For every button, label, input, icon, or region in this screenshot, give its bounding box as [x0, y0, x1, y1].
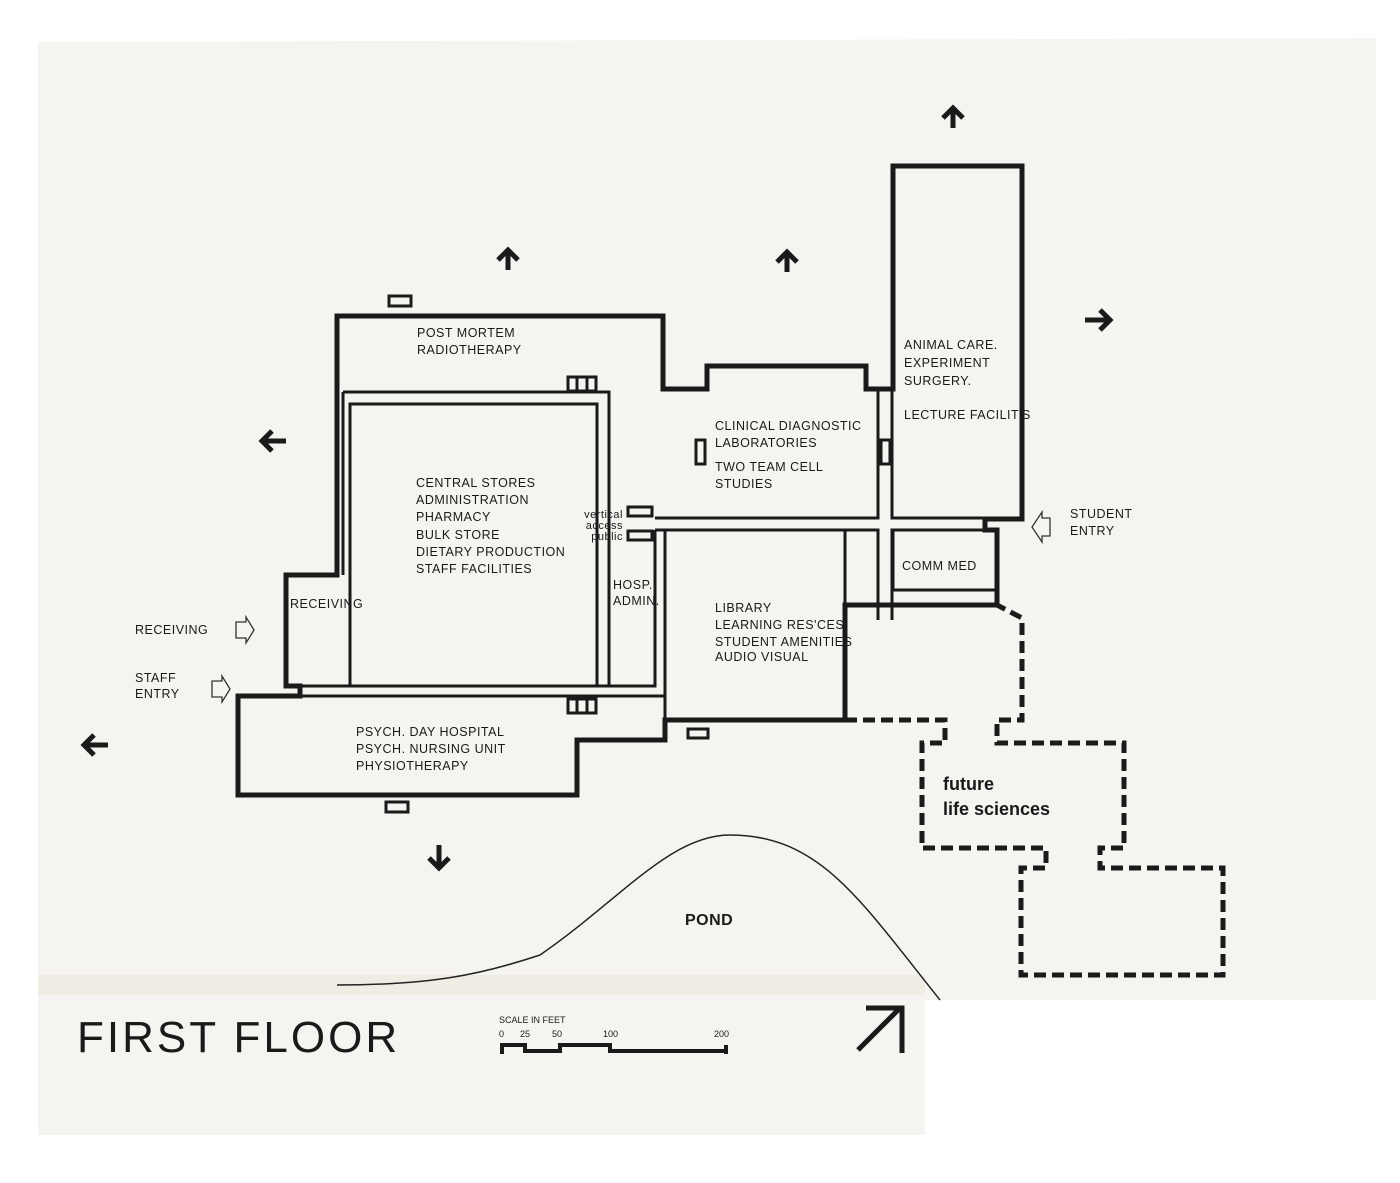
label: LIBRARY: [715, 601, 772, 615]
label: TWO TEAM CELL: [715, 460, 823, 474]
label: access: [586, 520, 623, 532]
page-title: FIRST FLOOR: [77, 1013, 400, 1062]
label: RECEIVING: [290, 597, 363, 611]
pond-outline: [336, 834, 941, 1001]
paper-tab: [38, 975, 925, 995]
scale-tick: 50: [552, 1029, 562, 1039]
scale-label: SCALE IN FEET: [499, 1015, 566, 1025]
scale-tick: 100: [603, 1029, 618, 1039]
label: LABORATORIES: [715, 436, 817, 450]
scale-tick: 0: [499, 1029, 504, 1039]
library-block: [663, 528, 847, 722]
label: EXPERIMENT: [904, 356, 990, 370]
future-building-outline: [845, 602, 1226, 978]
label: life sciences: [943, 799, 1050, 819]
label: STAFF: [135, 671, 176, 685]
scale-tick: 25: [520, 1029, 530, 1039]
label: ENTRY: [1070, 524, 1115, 538]
corridor-outer: [300, 390, 665, 698]
scale-bar: SCALE IN FEET 0 25 50 100 200: [499, 1015, 729, 1054]
room-labels: POST MORTEM RADIOTHERAPY CENTRAL STORES …: [135, 326, 1133, 929]
entry-arrow-icons: [211, 509, 1051, 705]
label: PSYCH. DAY HOSPITAL: [356, 725, 504, 739]
scale-tick: 200: [714, 1029, 729, 1039]
label: PSYCH. NURSING UNIT: [356, 742, 506, 756]
label: HOSP.: [613, 578, 653, 592]
label: ADMINISTRATION: [416, 493, 529, 507]
label: LECTURE FACILIT'S: [904, 408, 1031, 422]
label: POST MORTEM: [417, 326, 515, 340]
label: BULK STORE: [416, 528, 500, 542]
label: future: [943, 774, 994, 794]
label: DIETARY PRODUCTION: [416, 545, 565, 559]
comm-med-block: [891, 528, 999, 592]
label: COMM MED: [902, 559, 977, 573]
label: LEARNING RES'CES: [715, 618, 844, 632]
label: AUDIO VISUAL: [715, 650, 809, 664]
label: CLINICAL DIAGNOSTIC: [715, 419, 862, 433]
label: PHYSIOTHERAPY: [356, 759, 469, 773]
label: ADMIN.: [613, 594, 660, 608]
label: public: [591, 531, 623, 543]
corridor-east: [655, 389, 985, 620]
label: ENTRY: [135, 687, 180, 701]
label: RADIOTHERAPY: [417, 343, 522, 357]
label: CENTRAL STORES: [416, 476, 536, 490]
label: STUDENT: [1070, 507, 1133, 521]
label: vertical: [584, 509, 623, 521]
label: ANIMAL CARE.: [904, 338, 998, 352]
label: STAFF FACILITIES: [416, 562, 532, 576]
stair-icons: [384, 294, 892, 814]
label: STUDENT AMENITIES: [715, 635, 852, 649]
label: RECEIVING: [135, 623, 208, 637]
label: POND: [685, 912, 733, 929]
paper-sheet: [38, 38, 1376, 1135]
arrow-icons: [80, 104, 1114, 1053]
label: STUDIES: [715, 477, 773, 491]
label: PHARMACY: [416, 510, 491, 524]
label: SURGERY.: [904, 374, 971, 388]
